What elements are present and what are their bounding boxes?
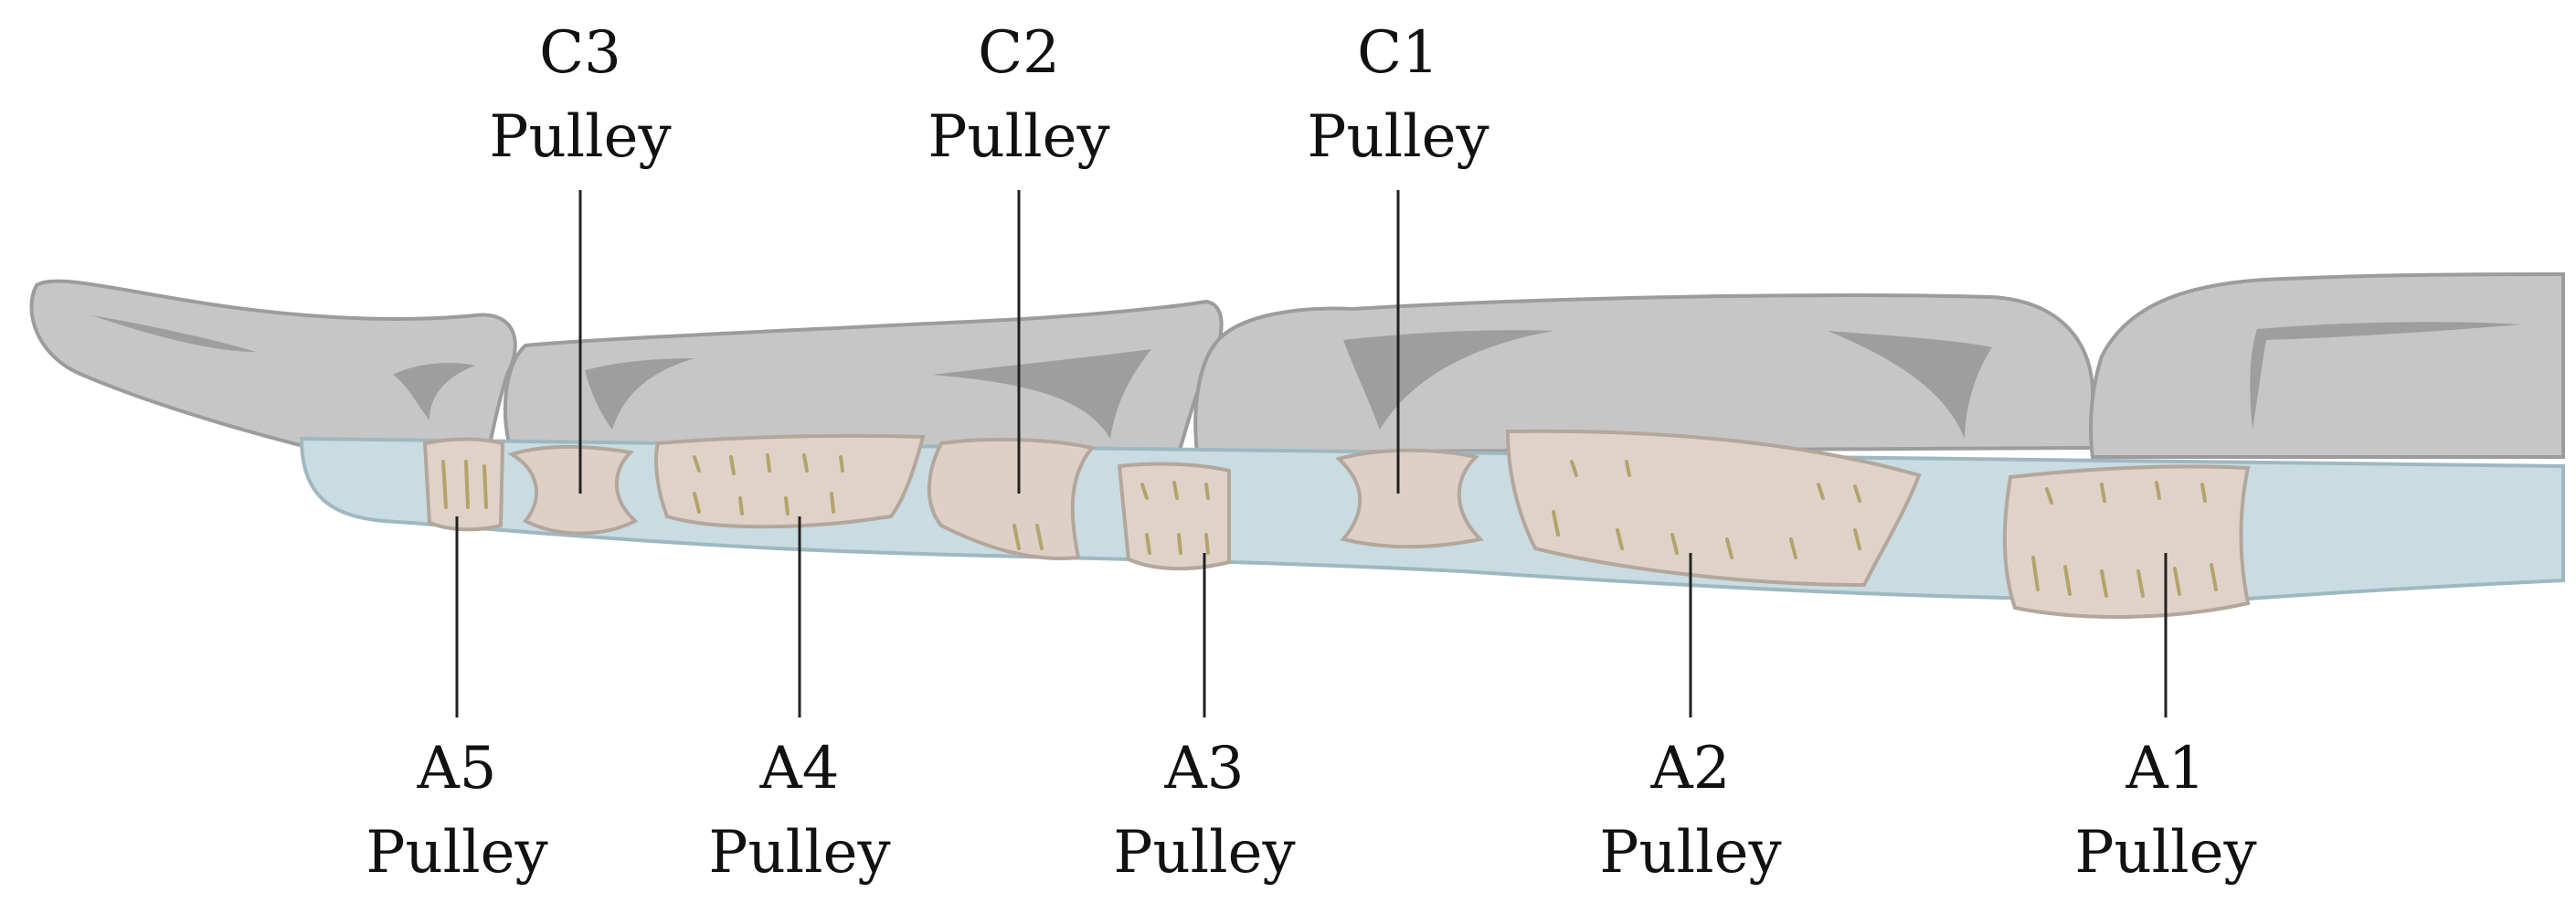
label-c1-code: C1 [1357,19,1439,87]
pulleys [422,429,2251,619]
label-c3-pulley: C3 Pulley [434,11,726,179]
label-a4-code: A4 [759,735,840,802]
label-c1-pulley: C1 Pulley [1252,11,1544,179]
pulley-fibers [441,453,2218,598]
label-a1-pulley: A1 Pulley [2019,727,2312,895]
c1-pulley-shape [1334,448,1485,549]
label-a2-word: Pulley [1599,819,1782,887]
label-c3-word: Pulley [489,103,672,171]
label-c2-pulley: C2 Pulley [873,11,1165,179]
label-a3-word: Pulley [1113,819,1296,887]
metacarpal [2089,271,2565,459]
c3-pulley-shape [507,444,639,536]
phalanx-bones [29,271,2565,459]
leader-lines [455,190,2168,717]
label-a5-word: Pulley [366,819,548,887]
a4-pulley-shape [654,433,926,529]
c2-pulley-shape [927,437,1096,560]
a2-pulley-shape [1505,429,1922,588]
label-c3-code: C3 [539,19,621,87]
label-a1-code: A1 [2125,735,2206,802]
label-a3-pulley: A3 Pulley [1058,727,1351,895]
label-c2-code: C2 [978,19,1060,87]
label-a5-code: A5 [417,735,497,802]
label-a4-pulley: A4 Pulley [653,727,946,895]
label-a1-word: Pulley [2074,819,2257,887]
distal-phalanx [29,279,517,450]
label-a3-code: A3 [1164,735,1245,802]
label-a5-pulley: A5 Pulley [311,727,603,895]
label-a2-pulley: A2 Pulley [1544,727,1837,895]
a5-pulley-shape [422,437,505,532]
a1-pulley-shape [2002,464,2251,619]
label-a4-word: Pulley [708,819,891,887]
label-c1-word: Pulley [1307,103,1489,171]
label-c2-word: Pulley [928,103,1110,171]
a3-pulley-shape [1117,462,1231,571]
label-a2-code: A2 [1650,735,1731,802]
